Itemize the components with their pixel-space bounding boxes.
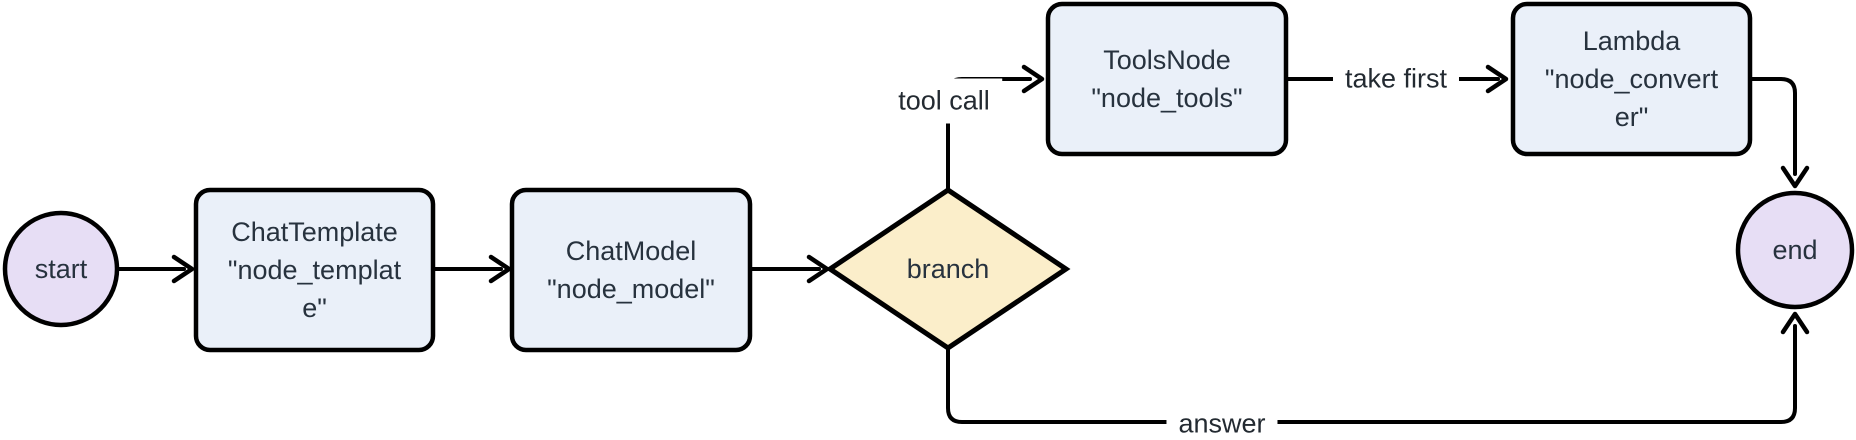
arrowhead-up-icon bbox=[1780, 311, 1810, 335]
node-tools-shape bbox=[1045, 1, 1289, 157]
node-start-label: start bbox=[34, 254, 88, 284]
arrowhead-right-icon bbox=[488, 254, 512, 284]
node-end-shape bbox=[1735, 190, 1855, 310]
node-end-label: end bbox=[1772, 235, 1818, 265]
node-model-label: ChatModel "node_model" bbox=[547, 236, 715, 304]
node-template-label: ChatTemplate "node_templat e" bbox=[227, 217, 402, 323]
node-branch-label: branch bbox=[906, 254, 990, 284]
node-tools-label: ToolsNode "node_tools" bbox=[1091, 45, 1243, 113]
node-branch-shape bbox=[825, 186, 1071, 352]
edge-model-to-branch bbox=[748, 254, 830, 284]
edge-label-tool-call: tool call bbox=[886, 78, 1002, 124]
node-converter-shape bbox=[1510, 1, 1753, 157]
arrowhead-down-icon bbox=[1780, 165, 1810, 189]
edge-label-take-first: take first bbox=[1332, 56, 1460, 102]
node-model-shape bbox=[509, 187, 753, 353]
arrowhead-right-icon bbox=[171, 254, 195, 284]
node-converter-label: Lambda "node_convert er" bbox=[1544, 26, 1719, 132]
edge-start-to-template bbox=[117, 254, 195, 284]
node-template-shape bbox=[193, 187, 436, 353]
arrowhead-right-icon bbox=[1485, 64, 1509, 94]
arrowhead-right-icon bbox=[1021, 64, 1045, 94]
edge-converter-to-end bbox=[1748, 77, 1810, 189]
edge-template-to-model bbox=[431, 254, 512, 284]
edge-label-answer: answer bbox=[1166, 401, 1278, 440]
node-start-shape bbox=[2, 210, 120, 328]
edge-branch-to-end bbox=[946, 311, 1810, 424]
